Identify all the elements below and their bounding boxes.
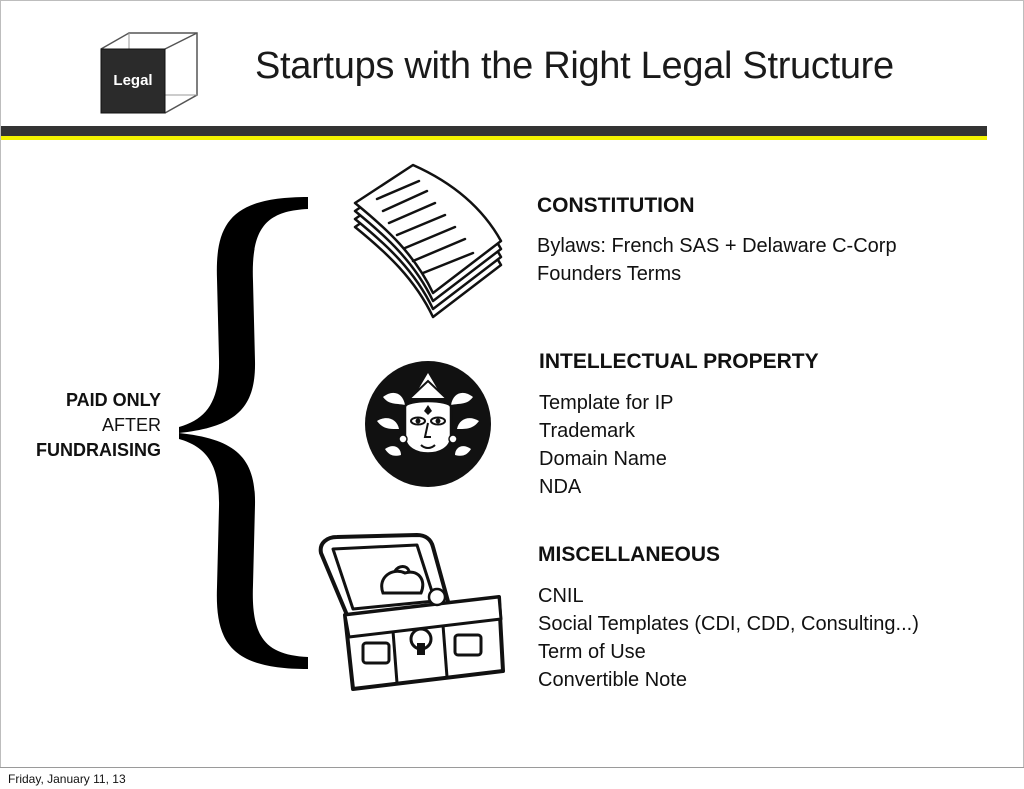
curly-brace — [179, 197, 308, 669]
ornamental-face-icon — [365, 361, 491, 487]
section-title-miscellaneous: MISCELLANEOUS — [538, 543, 721, 566]
slide: Legal Startups with the Right Legal Stru… — [0, 0, 1024, 768]
section-item: Bylaws: French SAS + Delaware C-Corp — [537, 235, 897, 257]
legal-badge-label: Legal — [113, 71, 153, 89]
side-note-line-3: FUNDRAISING — [36, 440, 161, 460]
header-divider-bar — [1, 126, 987, 136]
section-item: Founders Terms — [537, 263, 682, 285]
footer-bar: Friday, January 11, 13 — [0, 767, 1024, 789]
header-highlight-bar — [1, 136, 987, 140]
section-title-constitution: CONSTITUTION — [537, 194, 695, 217]
side-note: PAID ONLY AFTER FUNDRAISING — [11, 388, 161, 463]
section-item: Convertible Note — [538, 669, 687, 691]
section-title-intellectual-property: INTELLECTUAL PROPERTY — [539, 350, 819, 373]
documents-icon — [353, 163, 503, 319]
legal-cube-icon — [100, 32, 198, 114]
section-item: NDA — [539, 476, 582, 498]
section-item: Term of Use — [538, 641, 646, 663]
section-item: Domain Name — [539, 448, 667, 470]
treasure-chest-icon — [318, 533, 505, 691]
section-item: Social Templates (CDI, CDD, Consulting..… — [538, 613, 919, 635]
page-title: Startups with the Right Legal Structure — [255, 45, 894, 87]
side-note-line-2: AFTER — [101, 415, 161, 435]
side-note-line-1: PAID ONLY — [65, 390, 161, 410]
footer-date: Friday, January 11, 13 — [8, 772, 126, 786]
section-item: Template for IP — [539, 392, 674, 414]
section-item: CNIL — [538, 585, 584, 607]
section-item: Trademark — [539, 420, 635, 442]
